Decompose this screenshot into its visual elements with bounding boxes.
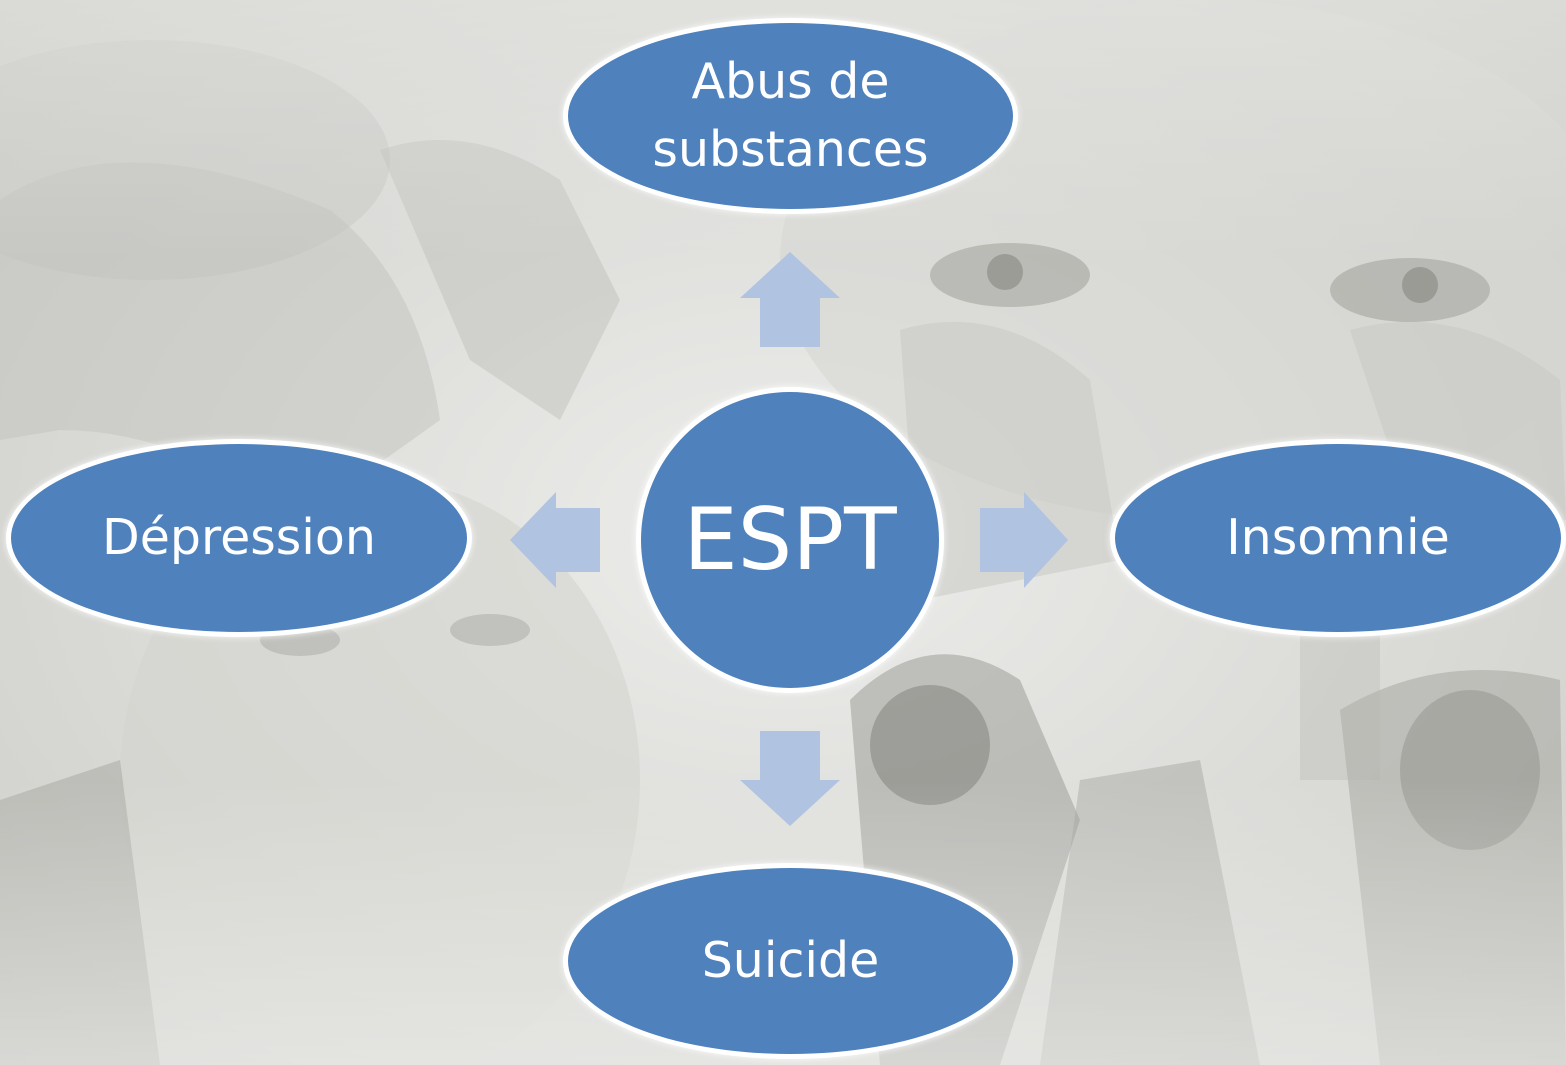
node-center-espt: ESPT	[636, 387, 944, 693]
node-left-label: Dépression	[102, 509, 376, 566]
node-bottom-label: Suicide	[701, 932, 880, 989]
node-right-label: Insomnie	[1226, 509, 1450, 566]
node-bottom-suicide: Suicide	[563, 863, 1018, 1059]
node-center-label: ESPT	[683, 490, 897, 590]
node-left-depression: Dépression	[6, 439, 472, 637]
node-top-label: Abus de substances	[652, 53, 929, 178]
node-top-substance-abuse: Abus de substances	[563, 18, 1018, 214]
node-right-insomnia: Insomnie	[1110, 439, 1566, 637]
